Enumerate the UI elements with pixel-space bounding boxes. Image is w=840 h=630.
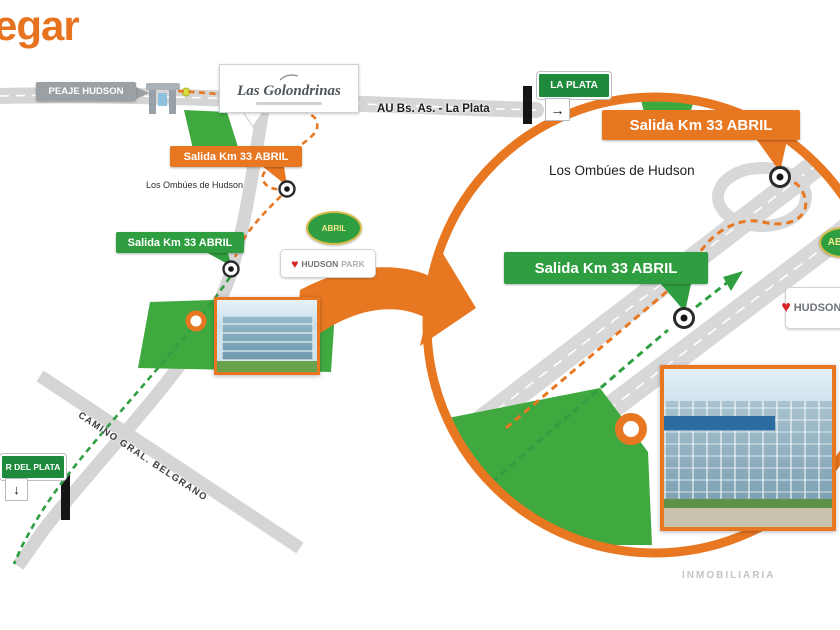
- hudson-park-sign: ♥ HUDSON PARK: [280, 249, 376, 278]
- salida-orange-sign-main: Salida Km 33 ABRIL: [170, 146, 302, 167]
- salida-green-sign-main: Salida Km 33 ABRIL: [116, 232, 244, 253]
- salida-green-sign-inset: Salida Km 33 ABRIL: [504, 252, 708, 284]
- golondrinas-subtitle-line: [256, 101, 322, 105]
- route-green-arrowhead: [723, 271, 743, 291]
- hudson-park-sign-inset: ♥ HUDSON PARK: [781, 287, 840, 329]
- property-location-marker-main: [185, 310, 207, 332]
- abril-logo: ABRIL: [306, 211, 362, 245]
- exit-bullseye-green-main: [222, 260, 240, 278]
- agency-watermark: INMOBILIARIA: [682, 570, 776, 581]
- ombues-label-main: Los Ombúes de Hudson: [146, 180, 244, 190]
- mar-del-plata-highway-sign: R DEL PLATA: [0, 454, 66, 480]
- property-photo-thumbnail: [214, 297, 320, 375]
- route-orange-inset: [505, 178, 808, 430]
- golondrinas-sign: Las Golondrinas: [219, 64, 359, 113]
- hudson-park-name-inset: HUDSON: [793, 302, 840, 314]
- highway-label: AU Bs. As. - La Plata: [377, 103, 490, 115]
- exit-bullseye-orange-main: [278, 180, 296, 198]
- heart-icon: ♥: [781, 299, 791, 316]
- property-location-marker-inset: [615, 413, 647, 445]
- photo-ground: [664, 508, 832, 527]
- photo-ground: [217, 361, 317, 372]
- mar-del-plata-sign-post: [61, 474, 70, 520]
- golondrinas-logo-text: Las Golondrinas: [237, 82, 341, 99]
- salida-green-pointer-inset: [661, 284, 691, 312]
- la-plata-sign-post: [523, 86, 532, 124]
- salida-orange-pointer-inset: [757, 140, 787, 172]
- toll-booth-icon: [146, 83, 180, 114]
- salida-orange-sign-inset: Salida Km 33 ABRIL: [602, 110, 800, 140]
- peaje-sign-pointer: [136, 87, 149, 99]
- ombues-label-inset: Los Ombúes de Hudson: [549, 163, 695, 178]
- salida-green-pointer-main: [206, 252, 231, 266]
- down-arrow-icon: ↓: [5, 478, 28, 501]
- photo-shrubs: [664, 498, 832, 510]
- route-green-inset: [491, 328, 669, 484]
- hudson-park-name: HUDSON: [301, 258, 339, 269]
- exit-bullseye-orange-inset: [769, 166, 791, 188]
- property-photo-large: [660, 365, 836, 531]
- exit-bullseye-green-inset: [673, 307, 695, 329]
- hudson-park-suffix: PARK: [341, 258, 365, 269]
- salida-orange-pointer-main: [262, 166, 287, 186]
- heart-icon: ♥: [291, 256, 299, 271]
- bird-swoosh-icon: [279, 73, 299, 81]
- page-title-partial: egar: [0, 2, 80, 49]
- la-plata-highway-sign: LA PLATA: [537, 72, 611, 99]
- photo-building-banner: [664, 416, 775, 431]
- toll-sign: PEAJE HUDSON: [36, 82, 136, 101]
- right-arrow-icon: →: [545, 98, 570, 121]
- photo-building: [222, 315, 313, 362]
